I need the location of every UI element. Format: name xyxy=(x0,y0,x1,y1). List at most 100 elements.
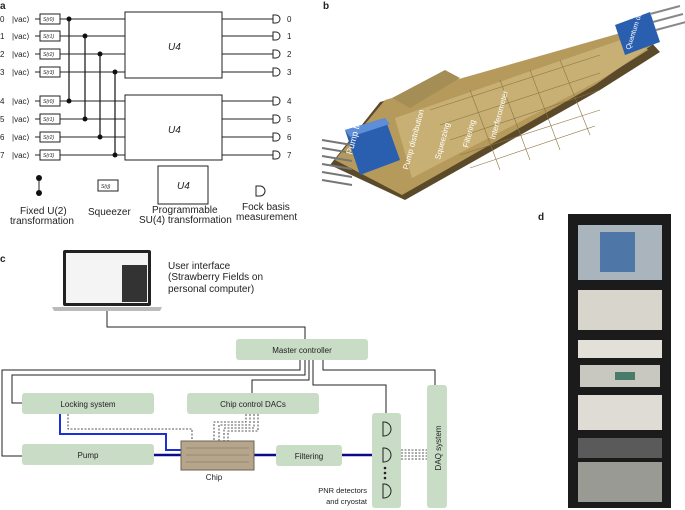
laptop-icon xyxy=(52,250,162,311)
u4-label-top: U4 xyxy=(168,42,181,53)
squeezer-box xyxy=(39,95,61,107)
output-index: 5 xyxy=(287,115,292,124)
legend-detector-icon xyxy=(255,185,266,197)
locking-system-label: Locking system xyxy=(60,400,115,409)
detector-icon xyxy=(272,31,281,41)
detector-icon xyxy=(272,67,281,77)
output-index: 2 xyxy=(287,50,292,59)
detector-icon xyxy=(272,150,281,160)
squeezer-label: S(r2) xyxy=(43,52,54,58)
detector-icon xyxy=(272,49,281,59)
pnr-detectors-box xyxy=(372,413,401,508)
output-index: 1 xyxy=(287,32,292,41)
pump-label: Pump xyxy=(78,451,99,460)
legend-u2-dot-icon xyxy=(36,175,42,181)
chip-control-dacs-label: Chip control DACs xyxy=(220,400,286,409)
mode-index: 4 xyxy=(0,97,5,106)
u2-dot-icon xyxy=(66,16,72,22)
mode-index: 1 xyxy=(0,32,5,41)
vacuum-state: |vac⟩ xyxy=(12,15,30,24)
chip-label: Chip xyxy=(206,473,223,482)
mode-index: 5 xyxy=(0,115,5,124)
squeezer-label: S(r3) xyxy=(43,70,54,76)
daq-system-label: DAQ system xyxy=(434,425,443,470)
squeezer-label: S(r1) xyxy=(43,34,54,40)
blue-lock-fiber xyxy=(59,414,181,451)
squeezer-label: S(r0) xyxy=(43,17,54,23)
filtering-label: Filtering xyxy=(295,452,323,461)
u2-dot-icon xyxy=(112,69,118,75)
legend-fock-text: measurement xyxy=(236,212,297,223)
squeezer-box xyxy=(39,66,61,78)
legend-squeezer-text: Squeezer xyxy=(88,207,131,218)
dashed-control-lines xyxy=(67,414,427,460)
output-index: 4 xyxy=(287,97,292,106)
vacuum-state: |vac⟩ xyxy=(12,133,30,142)
u2-dot-icon xyxy=(97,51,103,57)
squeezer-box xyxy=(39,149,61,161)
master-controller-label: Master controller xyxy=(272,346,332,355)
pump-box xyxy=(22,444,154,465)
panel-label-d: d xyxy=(538,212,544,223)
mode-index: 7 xyxy=(0,151,5,160)
mode-index: 3 xyxy=(0,68,5,77)
squeezer-box xyxy=(39,131,61,143)
pnr-detector-icons xyxy=(382,421,392,499)
u4-label-bottom: U4 xyxy=(168,125,181,136)
mode-index: 0 xyxy=(0,15,5,24)
chip-control-dacs-box xyxy=(187,393,319,414)
legend-squeezer-symbol: S(rj) xyxy=(101,184,111,190)
output-index: 7 xyxy=(287,151,292,160)
chip-image xyxy=(180,440,255,471)
squeezer-label: S(r0) xyxy=(43,99,54,105)
vacuum-state: |vac⟩ xyxy=(12,32,30,41)
detector-icon xyxy=(272,96,281,106)
mode-index: 6 xyxy=(0,133,5,142)
vacuum-state: |vac⟩ xyxy=(12,115,30,124)
squeezer-box xyxy=(39,30,61,42)
circuit-diagram: 0 |vac⟩ S(r0) 0 1 |vac⟩ S(r1) 1 2 |vac⟩ S(r2) 2 3 |va… xyxy=(0,13,292,161)
legend-su4-text: SU(4) transformation xyxy=(139,215,232,226)
legend-su4-box xyxy=(157,165,209,205)
squeezer-box xyxy=(39,113,61,125)
vacuum-state: |vac⟩ xyxy=(12,50,30,59)
vacuum-state: |vac⟩ xyxy=(12,97,30,106)
detector-icon xyxy=(272,14,281,24)
filtering-box xyxy=(276,445,342,466)
detector-icon xyxy=(272,114,281,124)
vacuum-state: |vac⟩ xyxy=(12,68,30,77)
legend-u2-dot-icon xyxy=(36,190,42,196)
squeezer-label: S(r3) xyxy=(43,153,54,159)
output-index: 3 xyxy=(287,68,292,77)
output-index: 0 xyxy=(287,15,292,24)
squeezer-box xyxy=(39,48,61,60)
legend-fock-text: Fock basis xyxy=(242,202,290,213)
locking-system-box xyxy=(22,393,154,414)
panel-label-a: a xyxy=(0,1,6,12)
u2-dot-icon xyxy=(82,33,88,39)
pnr-label: and cryostat xyxy=(326,497,368,506)
legend-squeezer-box xyxy=(97,179,119,192)
mode-index: 2 xyxy=(0,50,5,59)
squeezer-label: S(r2) xyxy=(43,135,54,141)
legend-u2-text: Fixed U(2) xyxy=(20,206,67,217)
legend-su4-symbol: U4 xyxy=(177,181,190,192)
hardware-rack-photo xyxy=(568,214,671,508)
chip-render xyxy=(321,5,685,200)
daq-system-box xyxy=(427,385,447,508)
ui-text: User interface xyxy=(168,261,231,272)
master-controller-box xyxy=(236,339,368,360)
ui-text: (Strawberry Fields on xyxy=(168,272,263,283)
u2-dot-icon xyxy=(66,98,72,104)
squeezer-box xyxy=(39,13,61,25)
u4-box-bottom xyxy=(124,94,223,161)
panel-label-b: b xyxy=(323,1,329,12)
vacuum-state: |vac⟩ xyxy=(12,151,30,160)
pnr-label: PNR detectors xyxy=(318,486,367,495)
control-wires xyxy=(1,311,436,457)
output-index: 6 xyxy=(287,133,292,142)
u4-box-top xyxy=(124,11,223,79)
u2-dot-icon xyxy=(82,116,88,122)
